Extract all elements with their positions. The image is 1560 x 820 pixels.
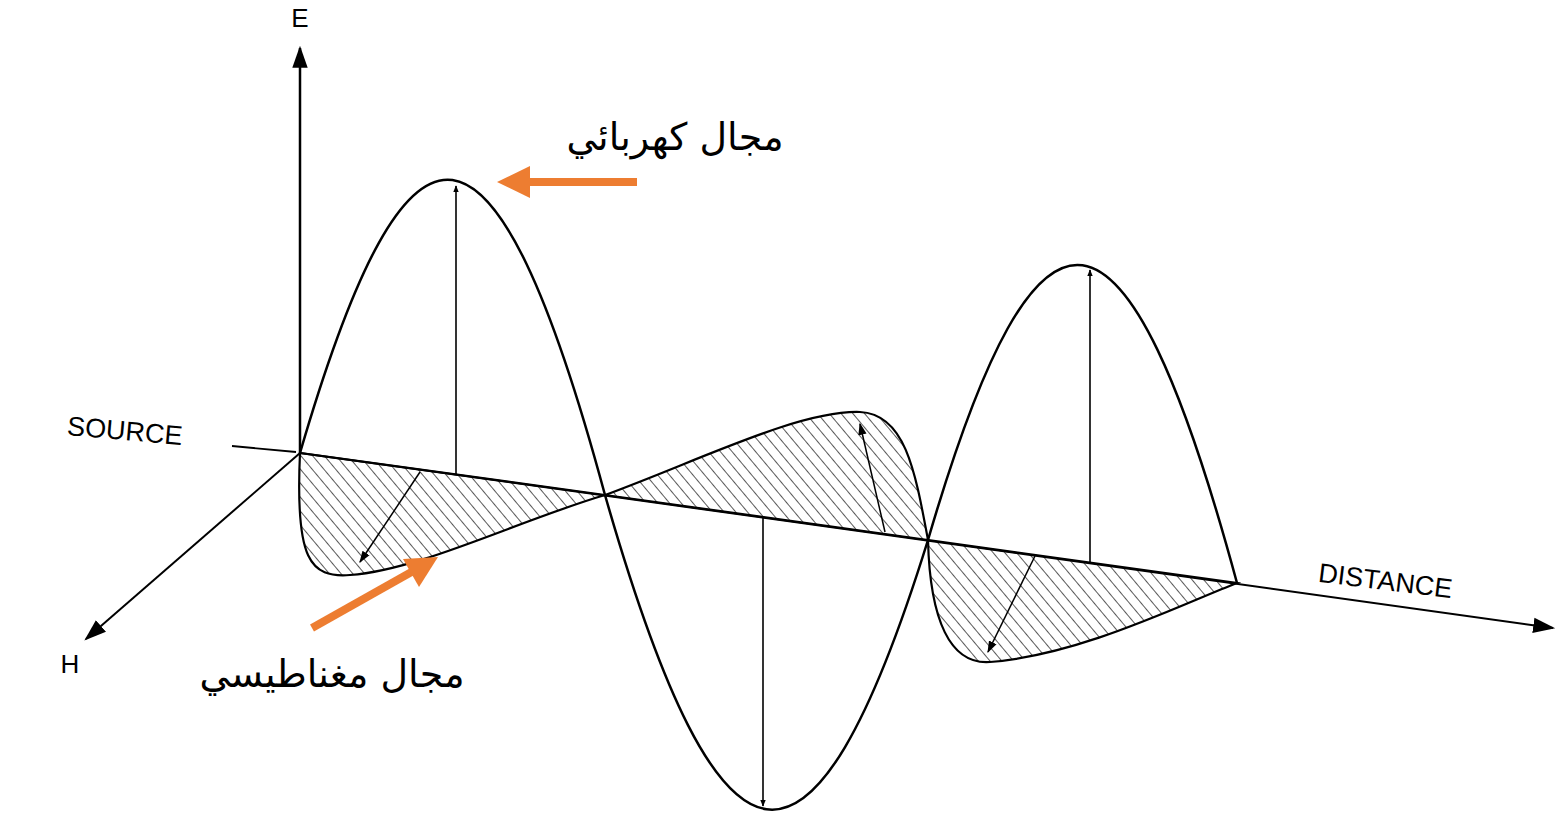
pointer-arrowhead: [403, 557, 438, 587]
pointer-arrow: [312, 570, 415, 628]
pointer-arrowhead: [497, 166, 530, 198]
field-label: مجال مغناطيسي: [199, 654, 464, 696]
field-vector: [988, 556, 1035, 652]
axis-label: DISTANCE: [1316, 559, 1453, 605]
magnetic-lobe: [605, 412, 928, 540]
axis-label: E: [291, 4, 308, 33]
electric-wave: [300, 180, 1237, 810]
magnetic-lobe: [928, 540, 1237, 662]
distance-axis: [300, 453, 1553, 628]
axis-label: H: [61, 650, 80, 679]
magnetic-lobe: [299, 453, 605, 575]
h-axis: [86, 453, 300, 639]
pointer-arrow: [525, 178, 637, 186]
field-vector: [860, 424, 885, 532]
source-leader: [232, 446, 296, 452]
e-axis: [299, 48, 302, 453]
field-vector: [1089, 270, 1091, 562]
field-vector: [360, 472, 420, 562]
axis-label: SOURCE: [66, 412, 184, 452]
field-label: مجال كهربائي: [566, 117, 783, 159]
field-vector: [762, 518, 764, 806]
field-vector: [455, 186, 457, 475]
